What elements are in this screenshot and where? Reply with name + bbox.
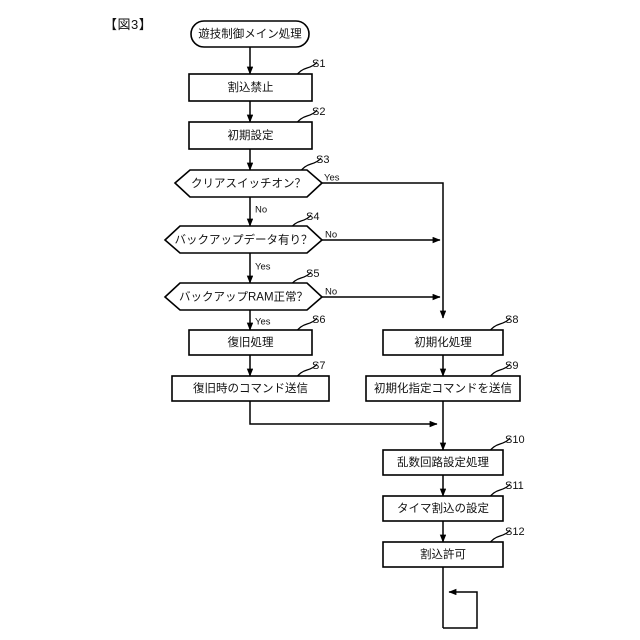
leader-s2 xyxy=(295,109,318,125)
leader-s1 xyxy=(295,61,318,77)
connector-s7-to-trunk xyxy=(249,401,438,428)
node-s8[interactable]: 初期化処理 xyxy=(382,329,504,356)
figure-title: 【図3】 xyxy=(104,17,153,32)
branch-label-s4-yes: Yes xyxy=(255,262,271,273)
branch-label-s5-yes: Yes xyxy=(255,317,271,328)
node-s6[interactable]: 復旧処理 xyxy=(188,329,313,356)
step-label-s1: S1 xyxy=(312,58,325,70)
step-label-s9: S9 xyxy=(505,360,518,372)
connector-s3-yes-to-trunk xyxy=(322,182,447,319)
node-s3-label: クリアスイッチオン？ xyxy=(191,177,306,190)
node-s11-label: タイマ割込の設定 xyxy=(397,501,489,515)
branch-label-s3-yes: Yes xyxy=(324,173,340,184)
step-label-s8: S8 xyxy=(505,314,518,326)
leader-s11 xyxy=(488,483,511,499)
branch-label-s4-no: No xyxy=(325,230,337,241)
leader-s3 xyxy=(299,157,322,173)
branch-label-s3-no: No xyxy=(255,205,267,216)
step-label-s3: S3 xyxy=(316,154,329,166)
node-s5-label: バックアップRAM正常？ xyxy=(179,291,308,304)
node-s11[interactable]: タイマ割込の設定 xyxy=(382,495,504,522)
node-s4[interactable]: バックアップデータ有り？ xyxy=(163,225,324,254)
node-s7-label: 復旧時のコマンド送信 xyxy=(193,381,308,395)
node-s2[interactable]: 初期設定 xyxy=(188,121,313,150)
leader-s12 xyxy=(488,529,511,545)
step-label-s4: S4 xyxy=(306,211,319,223)
node-s5[interactable]: バックアップRAM正常？ xyxy=(163,282,324,311)
node-s3[interactable]: クリアスイッチオン？ xyxy=(173,169,324,198)
leader-s8 xyxy=(488,317,511,333)
step-label-s12: S12 xyxy=(505,526,525,538)
node-s2-label: 初期設定 xyxy=(228,128,274,142)
node-s10-label: 乱数回路設定処理 xyxy=(397,455,489,469)
node-s4-label: バックアップデータ有り？ xyxy=(175,233,313,247)
leader-s10 xyxy=(488,437,511,453)
leader-s6 xyxy=(295,317,318,333)
branch-label-s5-no: No xyxy=(325,287,337,298)
node-s10[interactable]: 乱数回路設定処理 xyxy=(382,449,504,476)
node-s9-label: 初期化指定コマンドを送信 xyxy=(374,381,512,395)
step-label-s5: S5 xyxy=(306,268,319,280)
node-s8-label: 初期化処理 xyxy=(414,335,472,349)
step-label-s2: S2 xyxy=(312,106,325,118)
step-label-s7: S7 xyxy=(312,360,325,372)
node-start[interactable]: 遊技制御メイン処理 xyxy=(190,20,310,48)
node-s12-label: 割込許可 xyxy=(420,547,466,561)
node-s9[interactable]: 初期化指定コマンドを送信 xyxy=(365,375,521,402)
connector-loop-back xyxy=(443,588,478,629)
node-s6-label: 復旧処理 xyxy=(228,335,274,349)
step-label-s10: S10 xyxy=(505,434,525,446)
node-s7[interactable]: 復旧時のコマンド送信 xyxy=(171,375,330,402)
leader-s7 xyxy=(295,363,318,379)
step-label-s6: S6 xyxy=(312,314,325,326)
node-s1-label: 割込禁止 xyxy=(228,80,274,94)
step-label-s11: S11 xyxy=(505,480,524,492)
node-s1[interactable]: 割込禁止 xyxy=(188,73,313,102)
node-start-label: 遊技制御メイン処理 xyxy=(198,27,302,41)
node-s12[interactable]: 割込許可 xyxy=(382,541,504,568)
leader-s9 xyxy=(488,363,511,379)
